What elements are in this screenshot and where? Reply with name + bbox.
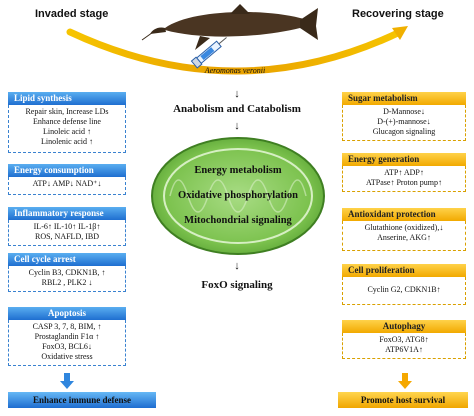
panel-energy-consumption: Energy consumption ATP↓ AMP↓ NAD⁺↓ — [8, 164, 126, 195]
center-down-arrow-1: ↓ — [234, 88, 240, 100]
panel-line: Glutathione (oxidized),↓ — [364, 223, 444, 232]
panel-line: Linoleic acid ↑ — [43, 127, 91, 136]
recovering-stage-label: Recovering stage — [352, 8, 444, 20]
outcome-enhance-immune-defense: Enhance immune defense — [8, 392, 156, 408]
panel-line: RBL2 , PLK2 ↓ — [41, 278, 93, 287]
panel-line: ATP↑ ADP↑ — [384, 168, 424, 177]
panel-autophagy: Autophagy FoxO3, ATG8↑ ATP6V1A↑ — [342, 320, 466, 359]
panel-line: Glucagon signaling — [372, 127, 436, 136]
panel-line: CASP 3, 7, 8, BIM, ↑ — [32, 322, 102, 331]
panel-line: ATP6V1A↑ — [385, 345, 423, 354]
panel-inflammatory-response: Inflammatory response IL-6↑ IL-10↑ IL-1β… — [8, 207, 126, 246]
left-down-arrow-icon — [60, 373, 74, 389]
panel-title: Autophagy — [342, 320, 466, 333]
panel-energy-generation: Energy generation ATP↑ ADP↑ ATPase↑ Prot… — [342, 153, 466, 192]
mito-line-mitochondrial-signaling: Mitochondrial signaling — [184, 215, 292, 226]
syringe-icon — [190, 37, 227, 69]
panel-line: ROS, NAFLD, IBD — [34, 232, 99, 241]
panel-line: D-(+)-mannose↓ — [377, 117, 431, 126]
panel-antioxidant-protection: Antioxidant protection Glutathione (oxid… — [342, 208, 466, 251]
panel-apoptosis: Apoptosis CASP 3, 7, 8, BIM, ↑ Prostagla… — [8, 307, 126, 366]
pathogen-caption: Aeromonas veronii — [204, 66, 266, 75]
panel-line: FoxO3, ATG8↑ — [379, 335, 429, 344]
top-illustration — [66, 4, 408, 75]
panel-title: Lipid synthesis — [8, 92, 126, 105]
panel-title: Energy generation — [342, 153, 466, 166]
panel-line: ATP↓ AMP↓ NAD⁺↓ — [32, 179, 102, 188]
panel-cell-cycle-arrest: Cell cycle arrest Cyclin B3, CDKN1B, ↑ R… — [8, 253, 126, 292]
panel-title: Energy consumption — [8, 164, 126, 177]
panel-line: Anserine, AKG↑ — [377, 233, 431, 242]
panel-line: Prostaglandin F1α ↑ — [34, 332, 100, 341]
right-down-arrow-icon — [398, 373, 412, 389]
panel-title: Cell proliferation — [342, 264, 466, 277]
panel-sugar-metabolism: Sugar metabolism D-Mannose↓ D-(+)-mannos… — [342, 92, 466, 141]
foxo-signaling-label: FoxO signaling — [201, 279, 273, 291]
panel-line: Enhance defense line — [33, 117, 101, 126]
panel-title: Cell cycle arrest — [8, 253, 126, 266]
panel-line: Oxidative stress — [41, 352, 93, 361]
mito-line-energy-metabolism: Energy metabolism — [194, 165, 282, 176]
panel-title: Sugar metabolism — [342, 92, 466, 105]
anabolism-catabolism-label: Anabolism and Catabolism — [173, 103, 301, 115]
panel-line: ATPase↑ Proton pump↑ — [366, 178, 442, 187]
panel-line: D-Mannose↓ — [383, 107, 425, 116]
panel-title: Inflammatory response — [8, 207, 126, 220]
center-down-arrow-3: ↓ — [234, 260, 240, 272]
panel-line: Linolenic acid ↑ — [41, 137, 93, 146]
mito-line-oxidative-phosphorylation: Oxidative phosphorylation — [178, 190, 298, 201]
panel-line: Cyclin B3, CDKN1B, ↑ — [28, 268, 106, 277]
mitochondrion-icon — [151, 137, 325, 255]
stage-arc-arrow — [66, 28, 404, 75]
panel-title: Antioxidant protection — [342, 208, 466, 221]
panel-line: IL-6↑ IL-10↑ IL-1β↑ — [33, 222, 101, 231]
panel-cell-proliferation: Cell proliferation Cyclin G2, CDKN1B↑ — [342, 264, 466, 305]
arc-arrowhead — [392, 26, 408, 40]
panel-lipid-synthesis: Lipid synthesis Repair skin, Increase LD… — [8, 92, 126, 153]
invaded-stage-label: Invaded stage — [35, 8, 109, 20]
catfish-icon — [141, 4, 318, 50]
outcome-promote-host-survival: Promote host survival — [338, 392, 468, 408]
panel-line: Cyclin G2, CDKN1B↑ — [367, 285, 441, 294]
panel-line: FoxO3, BCL6↓ — [42, 342, 92, 351]
center-down-arrow-2: ↓ — [234, 120, 240, 132]
panel-title: Apoptosis — [8, 307, 126, 320]
panel-line: Repair skin, Increase LDs — [25, 107, 109, 116]
